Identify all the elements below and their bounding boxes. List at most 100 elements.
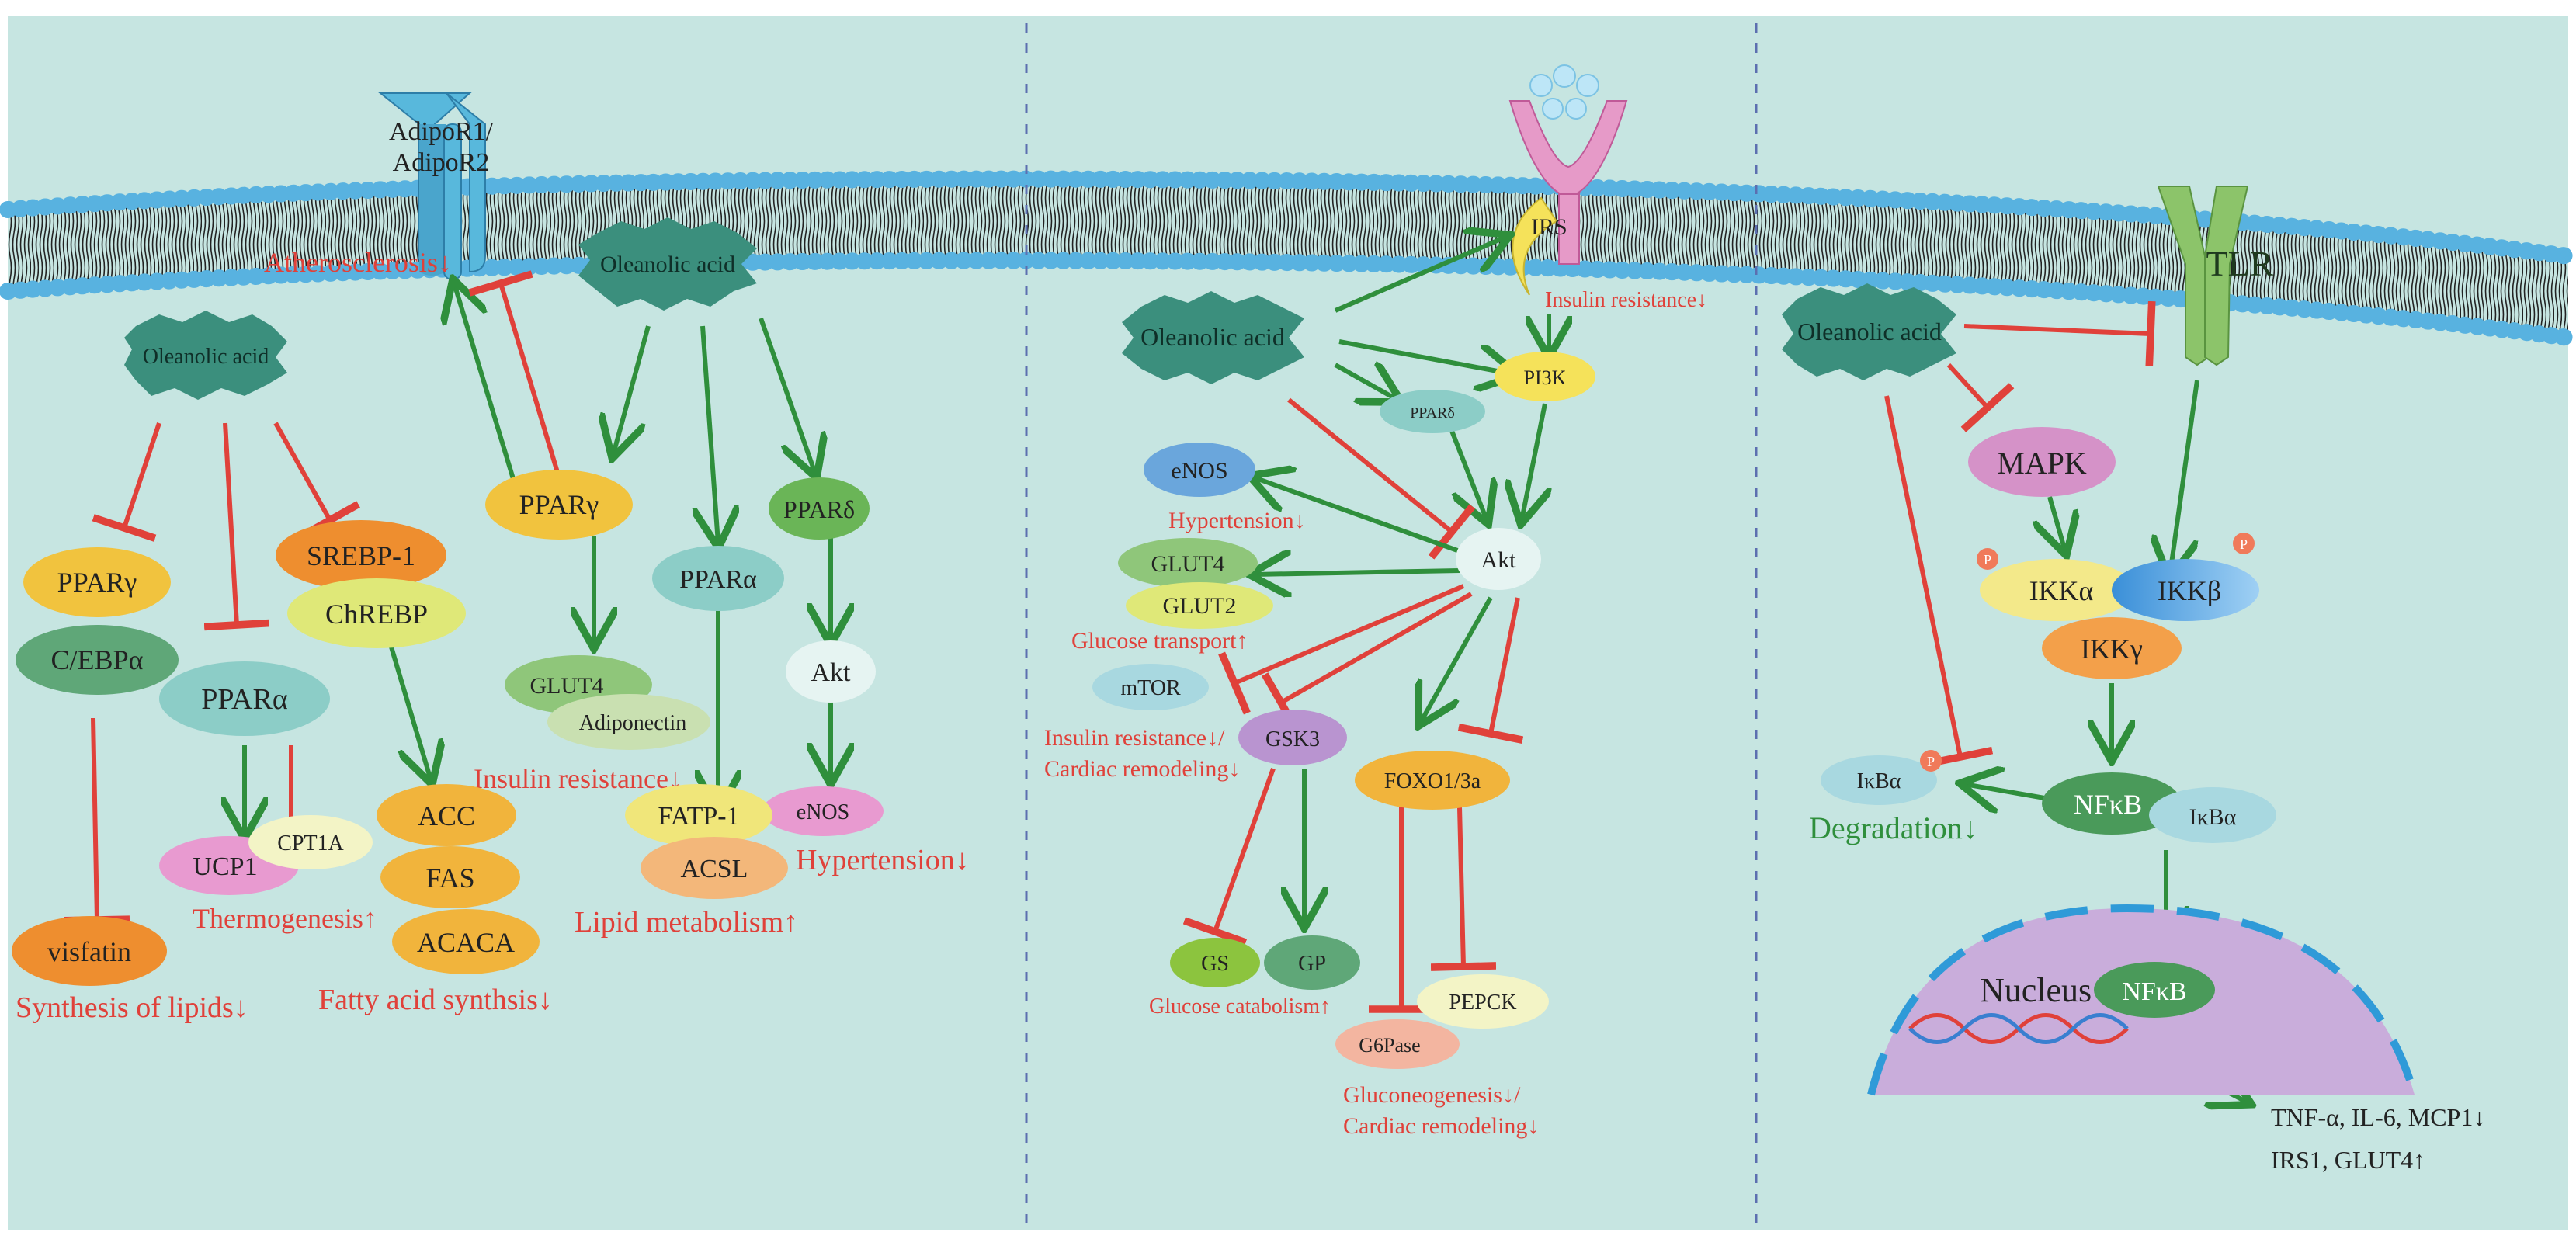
synthesis-lipids-text: Synthesis of lipids↓ <box>16 991 248 1024</box>
visfatin-label: visfatin <box>47 936 131 967</box>
phospho-ikkb-icon <box>2233 533 2255 554</box>
enos-p2-node <box>1144 443 1255 497</box>
arrow-chrebp-acc <box>386 636 431 780</box>
enos-label-p1: eNOS <box>797 800 849 824</box>
ppara-left-label: PPARα <box>201 683 288 716</box>
oleanolic-acid-p3-node <box>1782 283 1956 380</box>
ppara-mid-node <box>652 546 784 611</box>
pparg-left-label: PPARγ <box>57 567 137 598</box>
inhibit-akt-foxo <box>1457 597 1524 744</box>
arrow-oa-pparg <box>613 325 651 454</box>
cebpa-label: C/EBPα <box>51 644 144 675</box>
oleanolic-acid-p2-label: Oleanolic acid <box>1140 323 1285 351</box>
ikkb-node <box>2112 559 2259 621</box>
ikka-label: IKKα <box>2029 575 2094 606</box>
fatty-acid-text: Fatty acid synthsis↓ <box>318 984 553 1016</box>
inhibit-oa-ikba <box>1884 395 1994 768</box>
ikba-left-node <box>1821 755 1937 805</box>
glut4-p2-node <box>1118 538 1258 588</box>
akt-label-p1: Akt <box>811 658 852 687</box>
hypertension-text-p1: Hypertension↓ <box>796 844 970 876</box>
nfkb-node <box>2042 772 2182 835</box>
oleanolic-acid-p2-node <box>1122 291 1304 384</box>
oleanolic-acid-left-node <box>124 311 287 400</box>
arrow-oa-ppara <box>703 325 718 543</box>
gluconeogenesis-text-2: Cardiac remodeling↓ <box>1343 1113 1539 1139</box>
tlr-receptor-icon <box>2157 186 2249 366</box>
ikkb-label: IKKβ <box>2158 575 2221 606</box>
g6pase-label: G6Pase <box>1359 1034 1420 1057</box>
glut2-label: GLUT2 <box>1163 593 1237 619</box>
oleanolic-acid-p3-label: Oleanolic acid <box>1797 318 1942 345</box>
inhibit-oa-akt <box>1287 397 1476 560</box>
ppara-mid-label: PPARα <box>679 565 757 594</box>
akt-p2-label: Akt <box>1481 547 1517 573</box>
ppard-p2-label: PPARδ <box>1410 404 1455 422</box>
cpt1a-label: CPT1A <box>277 831 344 856</box>
nfkb-label: NFκB <box>2074 789 2142 820</box>
gsk3-label: GSK3 <box>1265 727 1320 751</box>
adipor-label-2: AdipoR2 <box>393 148 490 177</box>
inhibit-oa-tlr <box>1963 300 2156 367</box>
arrow-ppard-akt-p2 <box>1449 429 1487 520</box>
ppard-p2-node <box>1380 390 1485 433</box>
inhibit-gsk3-gs <box>1182 767 1276 946</box>
pparg-left-node <box>23 547 171 617</box>
pparg-mid-label: PPARγ <box>519 489 599 520</box>
inhibit-foxo-pepck <box>1430 807 1497 971</box>
oleanolic-acid-left-label: Oleanolic acid <box>143 345 269 369</box>
enos-node-p1 <box>762 786 884 836</box>
arrow-akt-enos-p2 <box>1254 477 1461 554</box>
insulin-cardiac-text-2: Cardiac remodeling↓ <box>1044 756 1240 782</box>
ppard-label: PPARδ <box>783 495 855 523</box>
pepck-label: PEPCK <box>1449 991 1516 1015</box>
ikba-left-label: IκBα <box>1857 769 1901 793</box>
inhibit-oa-mapk <box>1946 363 2015 432</box>
ikba-right-node <box>2149 787 2276 843</box>
srebp1-label: SREBP-1 <box>307 540 415 571</box>
ikba-right-label: IκBα <box>2189 804 2237 830</box>
phospho-ikka-label: P <box>1984 552 1991 567</box>
inhibit-pparg-adipor <box>468 270 561 478</box>
fatp1-node <box>625 784 772 846</box>
gp-node <box>1264 935 1360 990</box>
inhibit-oa-pparg-left <box>92 422 161 542</box>
ikkg-label: IKKγ <box>2081 633 2143 665</box>
acaca-node <box>392 909 540 974</box>
irs-label: IRS <box>1531 214 1567 240</box>
gsk3-node <box>1238 710 1347 765</box>
glucose-transport-text: Glucose transport↑ <box>1071 628 1248 654</box>
arrow-tlr-ikk <box>2170 380 2199 574</box>
enos-p2-label: eNOS <box>1171 458 1227 484</box>
fatp1-label: FATP-1 <box>658 802 739 831</box>
akt-p2-node <box>1456 528 1541 590</box>
inhibit-oa-ppara-left <box>203 422 270 631</box>
acsl-label: ACSL <box>681 855 748 883</box>
nfkb-nucleus-node <box>2094 962 2215 1018</box>
mtor-node <box>1092 664 1209 710</box>
inhibit-akt-gsk3 <box>1261 592 1473 733</box>
phospho-ikka-icon <box>1977 548 1998 570</box>
insulin-receptor-icon <box>1508 64 1628 296</box>
ucp1-label: UCP1 <box>193 852 257 881</box>
degradation-text: Degradation↓ <box>1809 810 1978 845</box>
adiponectin-node <box>547 694 710 750</box>
inhibit-cebpa-visfatin <box>64 717 130 925</box>
pparg-mid-node <box>485 470 633 540</box>
atherosclerosis-text: Atherosclerosis↓ <box>264 247 452 278</box>
cpt1a-node <box>248 815 373 869</box>
foxo-node <box>1355 751 1510 810</box>
foxo-label: FOXO1/3a <box>1384 769 1481 793</box>
fas-label: FAS <box>425 862 474 894</box>
glut4-p2-label: GLUT4 <box>1151 551 1225 577</box>
insulin-resistance-text: Insulin resistance↓ <box>474 763 682 794</box>
ppard-node <box>769 477 870 540</box>
pi3k-node <box>1495 352 1595 401</box>
glut2-node <box>1126 582 1273 629</box>
inhibit-oa-srebp <box>273 422 360 540</box>
nfkb-nucleus-label: NFκB <box>2122 977 2186 1006</box>
dna-icon <box>1908 1013 2129 1044</box>
thermogenesis-text: Thermogenesis↑ <box>193 903 377 934</box>
acc-label: ACC <box>418 800 475 831</box>
gs-label: GS <box>1201 952 1229 976</box>
